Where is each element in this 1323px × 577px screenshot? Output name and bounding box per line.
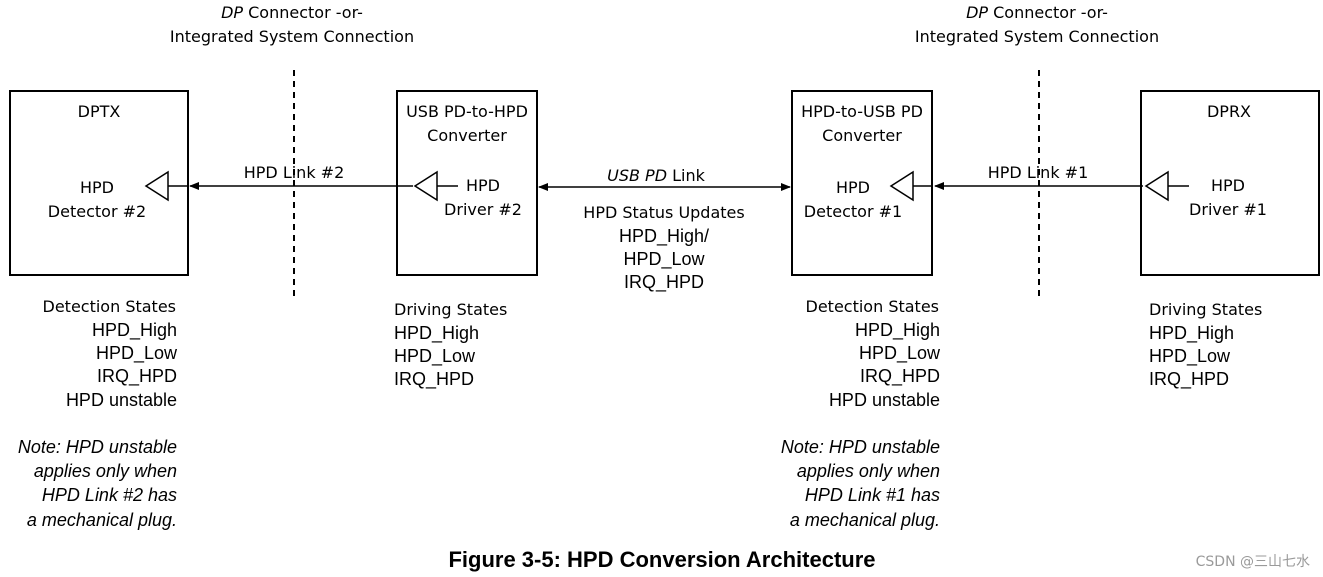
hpd-to-usb-pd-title-line2: Converter — [822, 126, 902, 145]
hpd-to-usb-pd-state-item: IRQ_HPD — [860, 366, 940, 387]
left-note-line: a mechanical plug. — [27, 510, 177, 530]
usb-pd-to-hpd-state-item: HPD_Low — [394, 346, 476, 367]
left-connector-label-line2: Integrated System Connection — [170, 27, 414, 46]
status-item-low: HPD_Low — [623, 249, 705, 270]
status-item-irq: IRQ_HPD — [624, 272, 704, 293]
dprx-state-item: HPD_Low — [1149, 346, 1231, 367]
dprx-states-title: Driving States — [1149, 300, 1262, 319]
hpd-to-usb-pd-hpd-label: HPD — [836, 178, 870, 197]
hpd-to-usb-pd-state-item: HPD_Low — [859, 343, 941, 364]
right-connector-label-line1: DP Connector -or- — [966, 3, 1108, 22]
usb-pd-to-hpd-states-title: Driving States — [394, 300, 507, 319]
right-note-line: a mechanical plug. — [790, 510, 940, 530]
hpd-to-usb-pd-title-line1: HPD-to-USB PD — [801, 102, 923, 121]
watermark: CSDN @三山七水 — [1196, 554, 1310, 570]
right-note-line: applies only when — [797, 461, 940, 481]
hpd-link-2-label: HPD Link #2 — [244, 163, 345, 182]
dprx-state-item: IRQ_HPD — [1149, 369, 1229, 390]
hpd-to-usb-pd-state-item: HPD unstable — [829, 390, 940, 410]
dprx-box — [1140, 90, 1320, 276]
left-note-line: HPD Link #2 has — [42, 485, 177, 505]
dptx-state-item: HPD unstable — [66, 390, 177, 410]
left-note-line: Note: HPD unstable — [18, 437, 177, 457]
status-item-high: HPD_High/ — [619, 226, 709, 247]
hpd-link-1-label: HPD Link #1 — [988, 163, 1089, 182]
left-connector-label-line1: DP Connector -or- — [221, 3, 363, 22]
left-note-line: applies only when — [34, 461, 177, 481]
figure-caption: Figure 3-5: HPD Conversion Architecture — [448, 547, 875, 572]
dptx-detector-label: Detector #2 — [48, 202, 146, 221]
right-note-line: Note: HPD unstable — [781, 437, 940, 457]
right-connector-label-line2: Integrated System Connection — [915, 27, 1159, 46]
hpd-status-updates-title: HPD Status Updates — [583, 203, 744, 222]
usb-pd-link-label: USB PD Link — [607, 166, 705, 185]
dprx-state-item: HPD_High — [1149, 323, 1234, 344]
right-note-line: HPD Link #1 has — [805, 485, 940, 505]
dptx-states-title: Detection States — [43, 297, 177, 316]
dprx-driver-label: Driver #1 — [1189, 200, 1267, 219]
dptx-state-item: HPD_High — [92, 320, 177, 341]
hpd-to-usb-pd-states-title: Detection States — [806, 297, 940, 316]
usb-pd-to-hpd-state-item: IRQ_HPD — [394, 369, 474, 390]
dprx-hpd-label: HPD — [1211, 176, 1245, 195]
dptx-title: DPTX — [78, 102, 121, 121]
hpd-to-usb-pd-detector-label: Detector #1 — [804, 202, 902, 221]
hpd-to-usb-pd-state-item: HPD_High — [855, 320, 940, 341]
usb-pd-to-hpd-driver-label: Driver #2 — [444, 200, 522, 219]
usb-pd-to-hpd-hpd-label: HPD — [466, 176, 500, 195]
usb-pd-to-hpd-state-item: HPD_High — [394, 323, 479, 344]
dptx-hpd-label: HPD — [80, 178, 114, 197]
usb-pd-to-hpd-title-line2: Converter — [427, 126, 507, 145]
usb-pd-to-hpd-title-line1: USB PD-to-HPD — [406, 102, 528, 121]
dprx-title: DPRX — [1207, 102, 1251, 121]
dptx-state-item: IRQ_HPD — [97, 366, 177, 387]
dptx-state-item: HPD_Low — [96, 343, 178, 364]
